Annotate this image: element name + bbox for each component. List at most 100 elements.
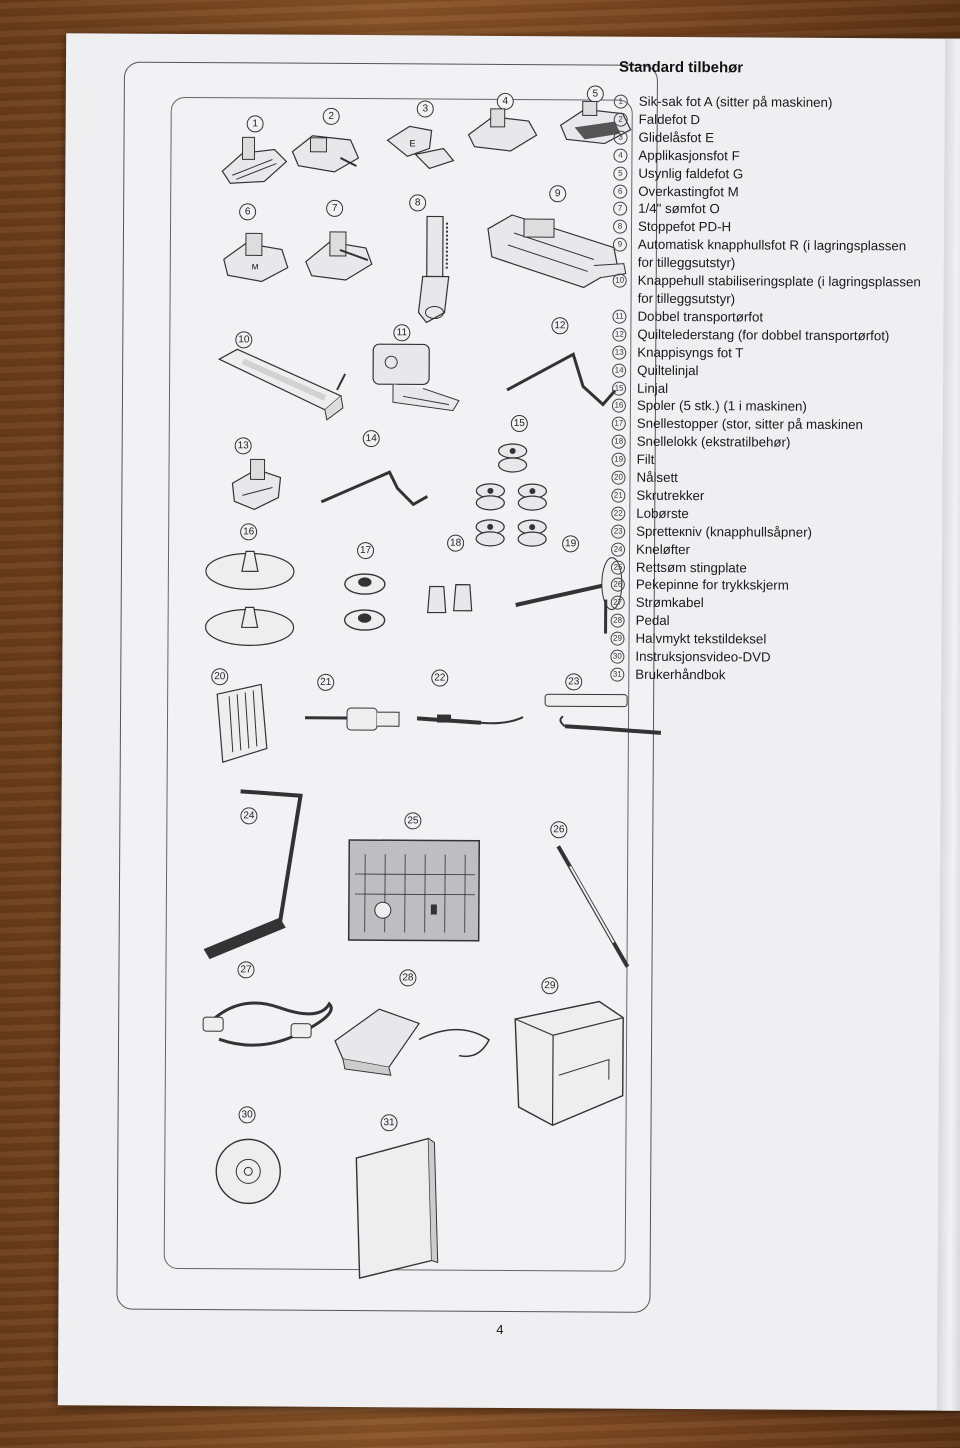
item-label: 1/4" sømfot O bbox=[638, 201, 720, 217]
presser-foot-m-icon: M bbox=[223, 232, 289, 283]
item-number: 2 bbox=[613, 112, 628, 127]
list-item: 15 Linjal bbox=[611, 379, 922, 399]
buttonhole-foot-r-icon bbox=[487, 214, 627, 289]
list-item: 9 Automatisk knapphullsfot R (i lagringsp… bbox=[612, 236, 923, 256]
quilt-guide-bar-icon bbox=[506, 352, 617, 407]
presser-foot-g-icon bbox=[559, 100, 632, 145]
item-label: Skrutrekker bbox=[636, 487, 705, 504]
item-number: 29 bbox=[610, 631, 625, 646]
list-item: 21 Skrutrekker bbox=[611, 487, 921, 507]
soft-cover-icon bbox=[514, 1000, 624, 1127]
item-number: 24 bbox=[611, 542, 626, 557]
item-number: 23 bbox=[611, 524, 626, 539]
item-label: Linjal bbox=[636, 380, 669, 396]
page-edge bbox=[936, 38, 960, 1411]
figure-number: 6 bbox=[239, 203, 257, 221]
item-label: Snellestopper (stor, sitter på maskinen bbox=[636, 416, 864, 433]
item-label: Quiltelinjal bbox=[637, 362, 699, 378]
item-number: 10 bbox=[612, 273, 627, 288]
figure-number: 23 bbox=[565, 673, 583, 691]
item-label: Rettsøm stingplate bbox=[635, 559, 747, 575]
item-label: Overkastingfot M bbox=[638, 183, 739, 199]
item-label: Pekepinne for trykkskjerm bbox=[635, 577, 789, 594]
presser-foot-o-icon bbox=[305, 231, 373, 281]
figure-number: 9 bbox=[549, 185, 567, 203]
item-number: 15 bbox=[611, 381, 627, 396]
list-item: 14 Quiltelinjal bbox=[612, 361, 922, 381]
figure-number: 26 bbox=[550, 821, 568, 839]
item-label: Knappehull stabiliseringsplate (i lagrin… bbox=[637, 272, 921, 290]
screwdriver-icon bbox=[305, 707, 400, 731]
item-number: 28 bbox=[610, 613, 625, 628]
item-number: 20 bbox=[611, 470, 626, 485]
item-label: Automatisk knapphullsfot R (i lagringspl… bbox=[637, 236, 907, 254]
item-number: 26 bbox=[610, 578, 625, 593]
item-number: 27 bbox=[610, 595, 625, 611]
list-item: 24 Kneløfter bbox=[611, 540, 921, 560]
item-label: Usynlig faldefot G bbox=[638, 165, 744, 182]
user-manual-icon bbox=[355, 1137, 439, 1279]
list-item-continuation: for tilleggsutstyr) bbox=[613, 254, 923, 274]
power-cord-icon bbox=[202, 1001, 333, 1047]
list-item: 6 Overkastingfot M bbox=[613, 182, 923, 202]
item-label: Stoppefot PD-H bbox=[637, 219, 732, 235]
item-label: Brukerhåndbok bbox=[635, 666, 726, 683]
figure-number: 12 bbox=[551, 317, 569, 335]
item-number: 31 bbox=[610, 667, 625, 682]
figure-number: 17 bbox=[356, 542, 375, 560]
item-label: Nålsett bbox=[636, 469, 678, 486]
seam-ripper-icon bbox=[544, 693, 662, 735]
item-number: 9 bbox=[612, 237, 627, 252]
figure-number: 22 bbox=[431, 669, 449, 687]
presser-foot-a-icon bbox=[221, 136, 288, 184]
foot-pedal-icon bbox=[334, 1008, 491, 1076]
item-label: Kneløfter bbox=[636, 541, 691, 557]
item-label: Faldefot D bbox=[638, 111, 701, 128]
item-label: Instruksjonsvideo-DVD bbox=[635, 648, 771, 665]
item-number: 1 bbox=[613, 94, 628, 109]
item-number: 21 bbox=[611, 488, 626, 503]
darning-foot-pd-h-icon bbox=[417, 215, 450, 324]
figure-number: 7 bbox=[326, 199, 344, 217]
figure-number: 18 bbox=[447, 534, 465, 552]
list-item: 8 Stoppefot PD-H bbox=[612, 218, 923, 238]
item-number: 16 bbox=[611, 398, 626, 414]
item-label: for tilleggsutstyr) bbox=[637, 254, 736, 271]
item-number: 4 bbox=[613, 148, 628, 163]
item-number: 13 bbox=[612, 345, 627, 360]
item-label: Filt bbox=[636, 451, 655, 467]
walking-foot-icon bbox=[372, 343, 460, 412]
item-number: 14 bbox=[612, 363, 627, 378]
item-label: for tilleggsutstyr) bbox=[637, 290, 736, 307]
quilting-guide-icon bbox=[320, 470, 429, 507]
item-number: 22 bbox=[611, 506, 626, 521]
item-label: Lobørste bbox=[636, 505, 689, 521]
lint-brush-icon bbox=[416, 714, 524, 725]
item-number: 25 bbox=[610, 560, 625, 575]
item-label: Glidelåsfot E bbox=[638, 129, 715, 146]
buttonhole-stabilizer-plate-icon bbox=[217, 348, 347, 421]
presser-foot-f-icon bbox=[467, 108, 538, 152]
knee-lifter-icon bbox=[203, 789, 303, 960]
spool-caps-small-icon bbox=[343, 573, 386, 631]
button-sewing-foot-t-icon bbox=[231, 458, 282, 511]
item-number: 7 bbox=[613, 202, 628, 217]
figure-number: 28 bbox=[399, 969, 417, 987]
figure-number: 27 bbox=[237, 961, 255, 979]
list-item: 7 1/4" sømfot O bbox=[613, 200, 923, 220]
item-number: 8 bbox=[612, 219, 628, 235]
item-number: 6 bbox=[613, 184, 628, 199]
accessory-illustration-panel: 1 2 3 4 5 6 7 8 9 10 11 12 13 14 15 16 1… bbox=[116, 61, 662, 1313]
item-number: 12 bbox=[612, 327, 627, 342]
bobbins-icon bbox=[475, 443, 548, 547]
